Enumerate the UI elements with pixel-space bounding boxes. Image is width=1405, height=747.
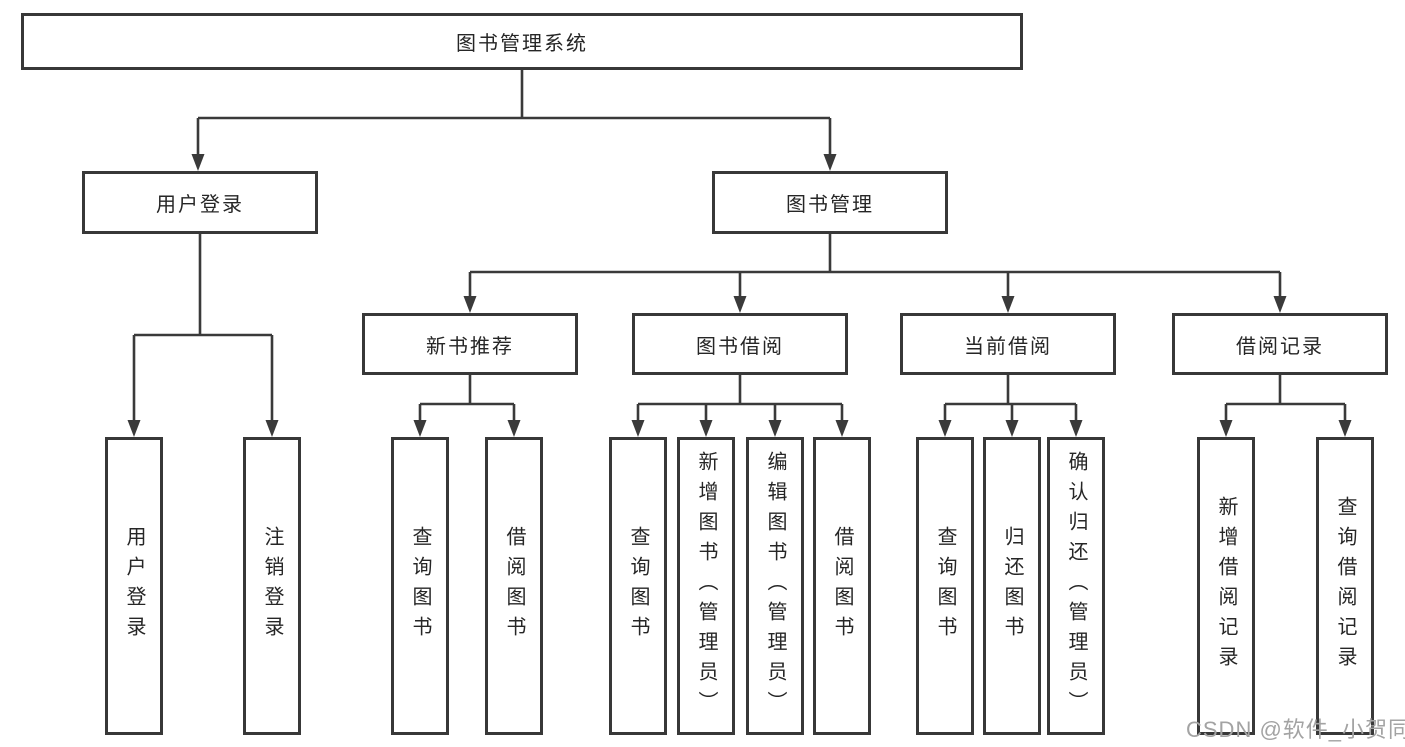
node-root-label: 图书管理系统: [456, 33, 588, 55]
arrowhead-down-icon: [413, 420, 427, 437]
leaf-add-borrow-record-label: 新增借阅记录: [1215, 496, 1237, 676]
arrowhead-down-icon: [733, 296, 747, 313]
leaf-edit-book-admin: 编辑图书（管理员）: [746, 437, 804, 735]
arrowhead-down-icon: [1001, 296, 1015, 313]
leaf-query-borrow-record-label: 查询借阅记录: [1334, 496, 1356, 676]
leaf-query-books-current: 查询图书: [916, 437, 974, 735]
leaf-return-book: 归还图书: [983, 437, 1041, 735]
node-book-management-label: 图书管理: [786, 194, 874, 216]
node-current-borrowing: 当前借阅: [900, 313, 1116, 375]
node-book-management: 图书管理: [712, 171, 948, 234]
node-borrow-records-label: 借阅记录: [1236, 335, 1324, 358]
leaf-borrow-books-recommend: 借阅图书: [485, 437, 543, 735]
arrowhead-down-icon: [1005, 420, 1019, 437]
leaf-edit-book-admin-label: 编辑图书（管理员）: [764, 451, 786, 721]
arrowhead-down-icon: [127, 420, 141, 437]
leaf-borrow-books-borrowing-label: 借阅图书: [831, 526, 853, 646]
leaf-add-borrow-record: 新增借阅记录: [1197, 437, 1255, 735]
node-book-borrowing: 图书借阅: [632, 313, 848, 375]
arrowhead-down-icon: [768, 420, 782, 437]
node-user-login: 用户登录: [82, 171, 318, 234]
watermark: CSDN @软件_小贺同学: [1186, 717, 1405, 742]
node-book-borrowing-label: 图书借阅: [696, 335, 784, 358]
leaf-query-borrow-record: 查询借阅记录: [1316, 437, 1374, 735]
arrowhead-down-icon: [1219, 420, 1233, 437]
leaf-query-books-recommend-label: 查询图书: [409, 526, 431, 646]
leaf-query-books-borrowing: 查询图书: [609, 437, 667, 735]
arrowhead-down-icon: [1273, 296, 1287, 313]
leaf-query-books-recommend: 查询图书: [391, 437, 449, 735]
leaf-user-login: 用户登录: [105, 437, 163, 735]
leaf-confirm-return-admin: 确认归还（管理员）: [1047, 437, 1105, 735]
leaf-confirm-return-admin-label: 确认归还（管理员）: [1065, 451, 1087, 721]
arrowhead-down-icon: [265, 420, 279, 437]
arrowhead-down-icon: [835, 420, 849, 437]
arrowhead-down-icon: [463, 296, 477, 313]
node-new-book-recommend-label: 新书推荐: [426, 335, 514, 358]
arrowhead-down-icon: [823, 154, 837, 171]
leaf-add-book-admin: 新增图书（管理员）: [677, 437, 735, 735]
node-user-login-label: 用户登录: [156, 194, 244, 216]
leaf-borrow-books-borrowing: 借阅图书: [813, 437, 871, 735]
arrowhead-down-icon: [631, 420, 645, 437]
leaf-logout: 注销登录: [243, 437, 301, 735]
arrowhead-down-icon: [507, 420, 521, 437]
leaf-query-books-borrowing-label: 查询图书: [627, 526, 649, 646]
leaf-add-book-admin-label: 新增图书（管理员）: [695, 451, 717, 721]
node-root: 图书管理系统: [21, 13, 1023, 70]
node-borrow-records: 借阅记录: [1172, 313, 1388, 375]
arrowhead-down-icon: [1338, 420, 1352, 437]
leaf-logout-label: 注销登录: [261, 526, 283, 646]
leaf-user-login-label: 用户登录: [123, 526, 145, 646]
leaf-query-books-current-label: 查询图书: [934, 526, 956, 646]
arrowhead-down-icon: [699, 420, 713, 437]
node-new-book-recommend: 新书推荐: [362, 313, 578, 375]
arrowhead-down-icon: [1069, 420, 1083, 437]
arrowhead-down-icon: [191, 154, 205, 171]
leaf-return-book-label: 归还图书: [1001, 526, 1023, 646]
leaf-borrow-books-recommend-label: 借阅图书: [503, 526, 525, 646]
arrowhead-down-icon: [938, 420, 952, 437]
node-current-borrowing-label: 当前借阅: [964, 335, 1052, 358]
